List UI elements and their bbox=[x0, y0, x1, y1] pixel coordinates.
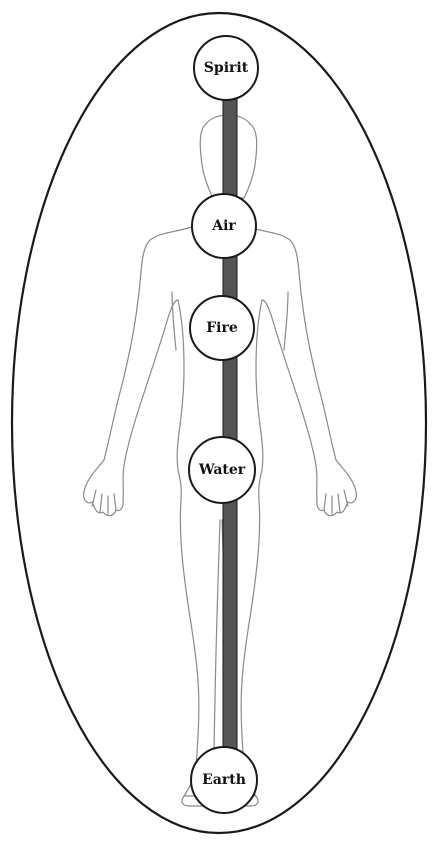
node-earth: Earth bbox=[191, 747, 257, 813]
figure-arm-crease-right bbox=[284, 292, 288, 350]
node-label-earth: Earth bbox=[202, 772, 246, 788]
node-water: Water bbox=[189, 437, 255, 503]
central-channel bbox=[223, 68, 237, 784]
node-spirit: Spirit bbox=[194, 36, 258, 100]
node-label-water: Water bbox=[198, 462, 246, 478]
aura-oval bbox=[12, 13, 426, 833]
node-fire: Fire bbox=[190, 296, 254, 360]
node-label-spirit: Spirit bbox=[204, 60, 249, 76]
node-label-fire: Fire bbox=[206, 320, 238, 336]
node-air: Air bbox=[192, 194, 256, 258]
node-label-air: Air bbox=[211, 218, 236, 234]
